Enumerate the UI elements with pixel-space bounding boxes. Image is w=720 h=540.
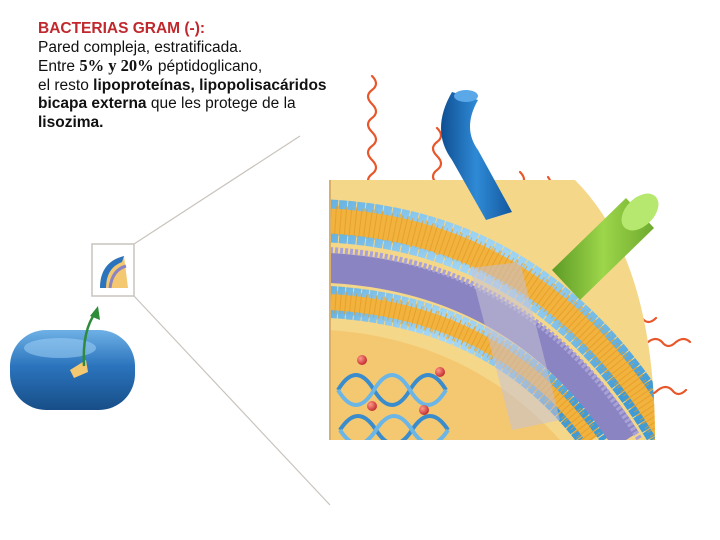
text-line-3-bold: lipoproteínas, lipopolisacáridos xyxy=(93,76,327,94)
membrane-protein-green xyxy=(552,193,659,300)
zoom-line-bottom xyxy=(133,295,331,506)
slide-title: BACTERIAS GRAM (-): xyxy=(38,20,206,37)
zoom-line-top xyxy=(133,135,301,245)
zoom-arrow xyxy=(82,306,100,367)
bacterium-cell xyxy=(10,330,135,410)
text-line-2-pre: Entre xyxy=(38,58,80,76)
description-text: BACTERIAS GRAM (-): Pared compleja, estr… xyxy=(38,20,383,133)
text-line-3: el resto lipoproteínas, lipopolisacárido… xyxy=(38,77,383,96)
text-line-1: Pared compleja, estratificada. xyxy=(38,38,243,56)
text-line-4-bold: bicapa externa xyxy=(38,95,147,113)
text-line-5: lisozima. xyxy=(38,113,104,131)
text-line-3-pre: el resto xyxy=(38,76,94,94)
text-line-2: Entre 5% y 20% péptidoglicano, xyxy=(38,56,383,77)
cell-envelope-wedge xyxy=(330,180,655,440)
ribosomes xyxy=(357,355,445,415)
porin-protein-blue xyxy=(441,90,512,220)
text-line-4: bicapa externa que les protege de la xyxy=(38,95,383,114)
percent-range: 5% y 20% xyxy=(79,56,154,76)
text-line-4-post: que les protege de la xyxy=(146,95,296,113)
inset-box xyxy=(91,243,135,297)
inner-membrane-tails xyxy=(330,290,602,440)
dna-helix xyxy=(336,373,450,440)
text-line-2-post: péptidoglicano, xyxy=(153,58,263,76)
